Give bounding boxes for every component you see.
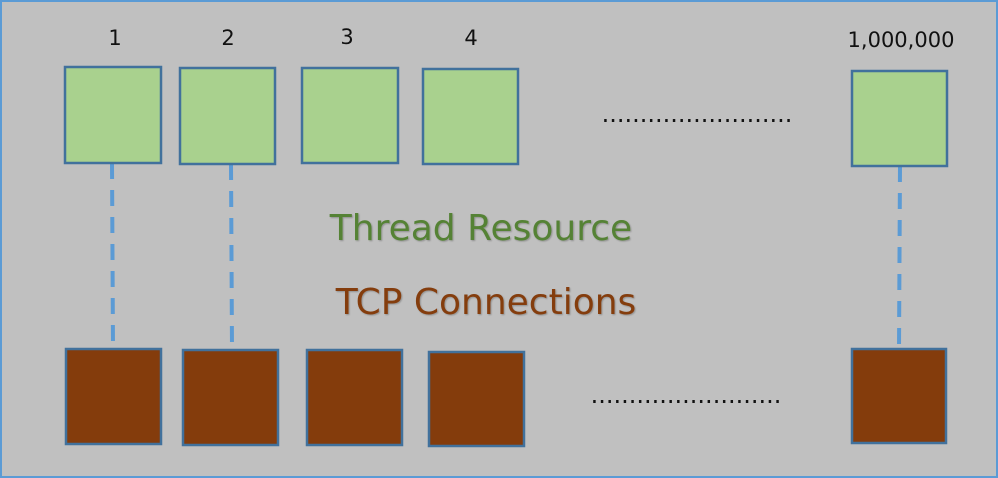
tcp-box-3 <box>305 348 404 447</box>
thread-label-1000000: 1,000,000 <box>848 28 955 52</box>
connector-1000000 <box>897 165 902 350</box>
thread-ellipsis: ......................... <box>602 100 793 128</box>
tcp-box-2 <box>181 348 280 447</box>
thread-box-1 <box>63 65 163 165</box>
thread-label-4: 4 <box>464 26 477 50</box>
thread-box-2 <box>178 66 277 166</box>
connector-2 <box>229 163 234 351</box>
tcp-box-1 <box>64 347 163 446</box>
thread-box-3 <box>300 66 400 165</box>
tcp-connections-label: TCP Connections <box>335 282 637 323</box>
thread-label-3: 3 <box>340 25 353 49</box>
tcp-box-4 <box>427 350 526 448</box>
connector-1 <box>110 162 115 350</box>
tcp-ellipsis: ......................... <box>591 381 782 409</box>
thread-box-4 <box>421 67 520 166</box>
tcp-box-1000000 <box>850 347 948 445</box>
thread-box-1000000 <box>850 69 949 168</box>
thread-label-1: 1 <box>108 26 121 50</box>
thread-resource-label: Thread Resource <box>329 208 632 249</box>
thread-label-2: 2 <box>221 26 234 50</box>
